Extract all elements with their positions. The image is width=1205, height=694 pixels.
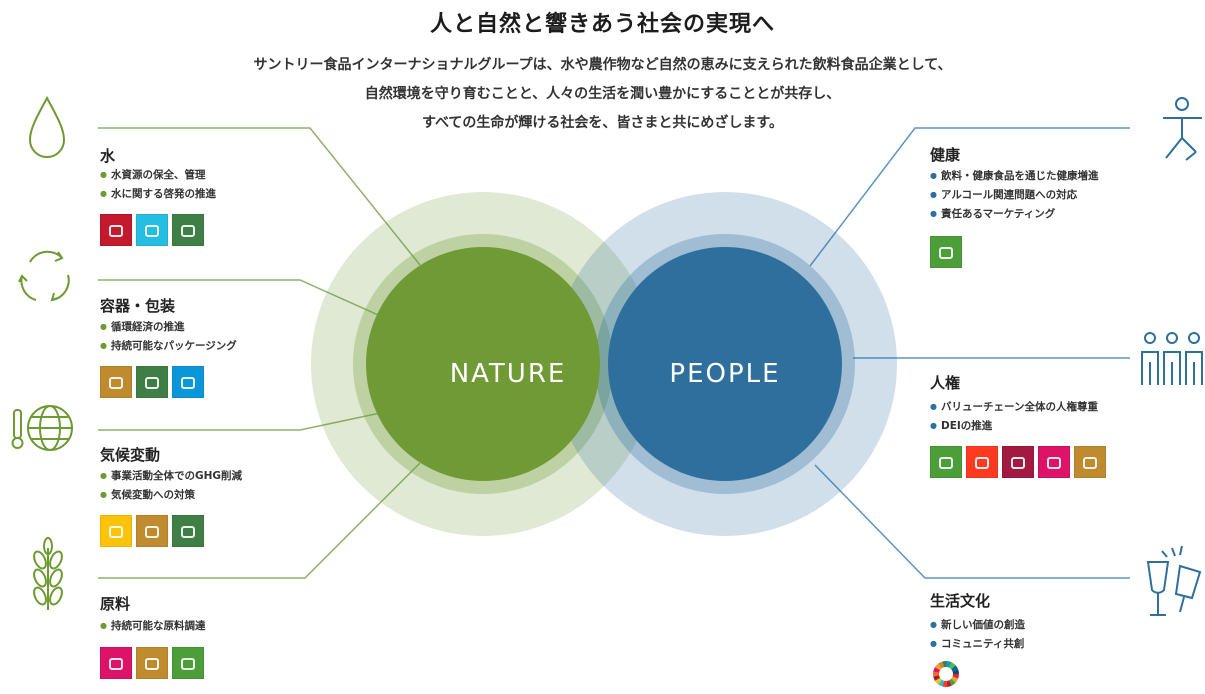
bullet-item: 責任あるマーケティング: [930, 205, 1098, 224]
toast-glasses-icon: [1146, 545, 1202, 616]
bullet-item: 循環経済の推進: [100, 318, 237, 337]
sdg-icons-water: [100, 214, 204, 246]
bullet-item: DEIの推進: [930, 417, 1098, 436]
category-climate-bullets: 事業活動全体でのGHG削減 気候変動への対策: [100, 467, 242, 505]
bullet-item: 飲料・健康食品を通じた健康増進: [930, 167, 1099, 186]
sdg-goal-icon: [100, 647, 132, 679]
category-human-rights-title: 人権: [930, 374, 961, 392]
category-packaging-bullets: 循環経済の推進 持続可能なパッケージング: [100, 318, 237, 356]
category-health-bullets: 飲料・健康食品を通じた健康増進 アルコール関連問題への対応 責任あるマーケティン…: [930, 167, 1099, 224]
category-health-title: 健康: [930, 146, 961, 164]
sdg-icons-packaging: [100, 366, 204, 398]
bullet-item: 気候変動への対策: [100, 486, 242, 505]
sdg-goal-icon: [966, 446, 998, 478]
bullet-item: アルコール関連問題への対応: [930, 186, 1098, 205]
sdg-goal-icon: [100, 515, 132, 547]
sdg-goal-icon: [100, 214, 132, 246]
water-drop-icon: [28, 95, 66, 158]
sdg-goal-icon: [172, 366, 204, 398]
nature-label: NATURE: [450, 359, 567, 389]
bullet-item: コミュニティ共創: [930, 635, 1025, 654]
connector-health: [809, 127, 1130, 267]
intro-line-2: 自然環境を守り育むことと、人々の生活を潤い豊かにすることとが共存し、: [364, 86, 841, 102]
sdg-goal-icon: [172, 647, 204, 679]
sdg-goal-icon: [930, 446, 962, 478]
connector-packaging: [98, 279, 386, 319]
sdg-goal-icon: [172, 214, 204, 246]
intro-line-1: サントリー食品インターナショナルグループは、水や農作物など自然の恵みに支えられた…: [253, 57, 952, 73]
bullet-item: 持続可能な原料調達: [100, 617, 206, 636]
people-circle: [608, 247, 842, 481]
category-water-bullets: 水資源の保全、管理 水に関する啓発の推進: [100, 166, 216, 204]
bullet-item: 事業活動全体でのGHG削減: [100, 467, 242, 486]
bullet-item: 持続可能なパッケージング: [100, 337, 237, 356]
category-climate-title: 気候変動: [100, 446, 161, 464]
sdg-goal-icon: [1038, 446, 1070, 478]
bullet-item: 水資源の保全、管理: [100, 166, 216, 185]
intro-line-3: すべての生命が輝ける社会を、皆さまと共にめざします。: [421, 115, 784, 131]
nature-circle: [366, 247, 600, 481]
category-human-rights-bullets: バリューチェーン全体の人権尊重 DEIの推進: [930, 398, 1098, 436]
category-water-title: 水: [100, 147, 116, 165]
category-packaging-title: 容器・包装: [100, 297, 176, 315]
exercise-person-icon: [1163, 97, 1202, 161]
sdg-goal-icon: [930, 236, 962, 268]
connector-materials: [98, 462, 421, 579]
bullet-item: 新しい価値の創造: [930, 616, 1025, 635]
globe-thermometer-icon: [11, 405, 73, 451]
sdg-wheel-icon: [930, 658, 962, 690]
people-label: PEOPLE: [669, 359, 780, 389]
bullet-item: 水に関する啓発の推進: [100, 185, 216, 204]
sdg-goal-icon: [1002, 446, 1034, 478]
category-materials-title: 原料: [100, 595, 131, 613]
sdg-icons-climate: [100, 515, 204, 547]
page-title: 人と自然と響きあう社会の実現へ: [429, 12, 775, 37]
connector-climate: [98, 411, 386, 431]
sdg-icons-lifestyle: [930, 658, 962, 690]
sdg-icons-human-rights: [930, 446, 1106, 478]
sdg-goal-icon: [172, 515, 204, 547]
category-lifestyle-title: 生活文化: [930, 592, 991, 610]
recycle-icon: [18, 250, 70, 302]
sdg-goal-icon: [136, 366, 168, 398]
bullet-item: バリューチェーン全体の人権尊重: [930, 398, 1098, 417]
wheat-icon: [33, 537, 63, 610]
people-group-icon: [1141, 332, 1203, 385]
sdg-goal-icon: [136, 214, 168, 246]
category-materials-bullets: 持続可能な原料調達: [100, 617, 206, 636]
sdg-goal-icon: [136, 647, 168, 679]
sdg-goal-icon: [100, 366, 132, 398]
sdg-goal-icon: [136, 515, 168, 547]
connector-lifestyle: [814, 464, 1130, 579]
connector-water: [98, 127, 421, 266]
sdg-goal-icon: [1074, 446, 1106, 478]
category-lifestyle-bullets: 新しい価値の創造 コミュニティ共創: [930, 616, 1025, 654]
sdg-icons-health: [930, 236, 962, 268]
sdg-icons-materials: [100, 647, 204, 679]
